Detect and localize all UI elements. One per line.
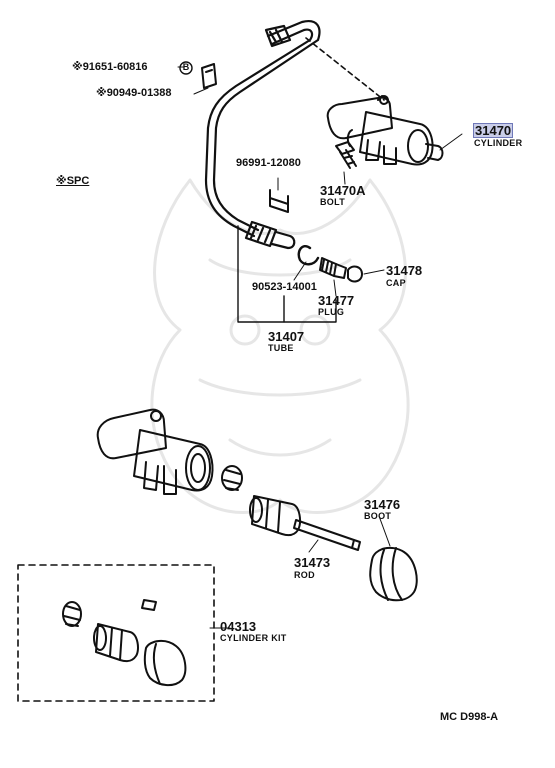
part-number-96991[interactable]: 96991-12080 [236, 157, 301, 169]
part-name-04313: CYLINDER KIT [220, 633, 287, 643]
part-name-31470A: BOLT [320, 197, 346, 207]
part-number-31470A[interactable]: 31470A [320, 183, 366, 198]
part-number-90949[interactable]: ※90949-01388 [96, 87, 172, 99]
cylinder-kit-box [17, 564, 215, 702]
part-number-31478[interactable]: 31478 [386, 263, 423, 278]
ring-90523-drawing [297, 245, 320, 266]
part-number-31470[interactable]: 31470 [472, 123, 514, 138]
part-name-31476: BOOT [364, 511, 392, 521]
part-number-90523[interactable]: 90523-14001 [252, 281, 317, 293]
leader-lines [177, 66, 463, 629]
kit-parts-drawing [62, 599, 187, 686]
part-number-04313[interactable]: 04313 [220, 619, 257, 634]
part-number-91651[interactable]: ※91651-60816 [72, 61, 148, 73]
clip-96991-drawing [269, 189, 289, 213]
cylinder-body-drawing [96, 408, 214, 495]
watermark-emblem [150, 178, 410, 514]
part-number-31407[interactable]: 31407 [268, 329, 305, 344]
plug-31477-drawing [319, 257, 347, 279]
spc-note: ※SPC [56, 175, 90, 187]
part-name-31478: CAP [386, 278, 406, 288]
part-number-31473[interactable]: 31473 [294, 555, 331, 570]
part-number-31476[interactable]: 31476 [364, 497, 401, 512]
cylinder-31470-drawing [326, 95, 444, 166]
bracket-90949-drawing [201, 63, 217, 89]
piston-drawing [249, 495, 301, 537]
part-name-31473: ROD [294, 570, 315, 580]
part-name-31407: TUBE [268, 343, 294, 353]
seal-drawing [221, 465, 243, 491]
part-name-31470: CYLINDER [474, 138, 523, 148]
part-name-31477: PLUG [318, 307, 345, 317]
part-number-31477[interactable]: 31477 [318, 293, 355, 308]
tube-31407-drawing [204, 20, 321, 250]
rod-31473-drawing [293, 519, 361, 551]
bolt-31470A-drawing [335, 141, 357, 169]
diagram-code: MC D998-A [440, 711, 499, 723]
boot-31476-drawing [369, 546, 418, 602]
cap-31478-drawing [347, 265, 363, 283]
marker-b-circle [179, 61, 193, 75]
marker-b-label: B [182, 62, 190, 72]
